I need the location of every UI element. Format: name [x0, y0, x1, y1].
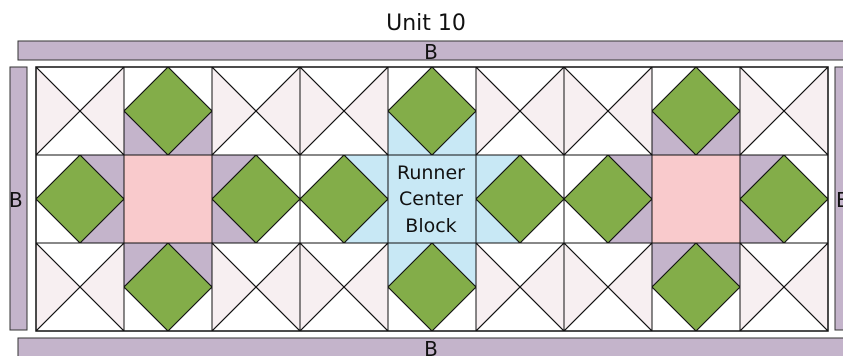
block-diagonal	[739, 242, 829, 332]
block-diagonal	[475, 242, 565, 332]
center-block-label: Runner Center Block	[397, 162, 465, 237]
center-label-line-1: Runner	[397, 162, 465, 184]
block-diagonal	[563, 242, 653, 332]
right-border-label: B	[836, 188, 843, 212]
block-diagonal	[35, 242, 125, 332]
block-diagonal	[211, 66, 301, 156]
block-diagonal	[475, 66, 565, 156]
left-border-strip	[9, 66, 28, 331]
block-diagonal	[35, 66, 125, 156]
top-border-strip	[17, 40, 843, 61]
unit-title: Unit 10	[386, 11, 466, 36]
runner-field	[35, 66, 829, 332]
bottom-border-strip	[17, 337, 843, 356]
block-diagonal	[211, 242, 301, 332]
pink-square	[651, 154, 741, 244]
bottom-border-label: B	[424, 337, 438, 356]
center-label-line-2: Center	[399, 188, 463, 210]
pink-square	[123, 154, 213, 244]
block-diagonal	[563, 66, 653, 156]
runner-frame	[35, 66, 829, 332]
left-border-label: B	[9, 188, 23, 212]
top-border-label: B	[424, 40, 438, 64]
center-label-line-3: Block	[405, 215, 456, 237]
block-diagonal	[739, 66, 829, 156]
block-diagonal	[299, 66, 389, 156]
block-diagonal	[299, 242, 389, 332]
